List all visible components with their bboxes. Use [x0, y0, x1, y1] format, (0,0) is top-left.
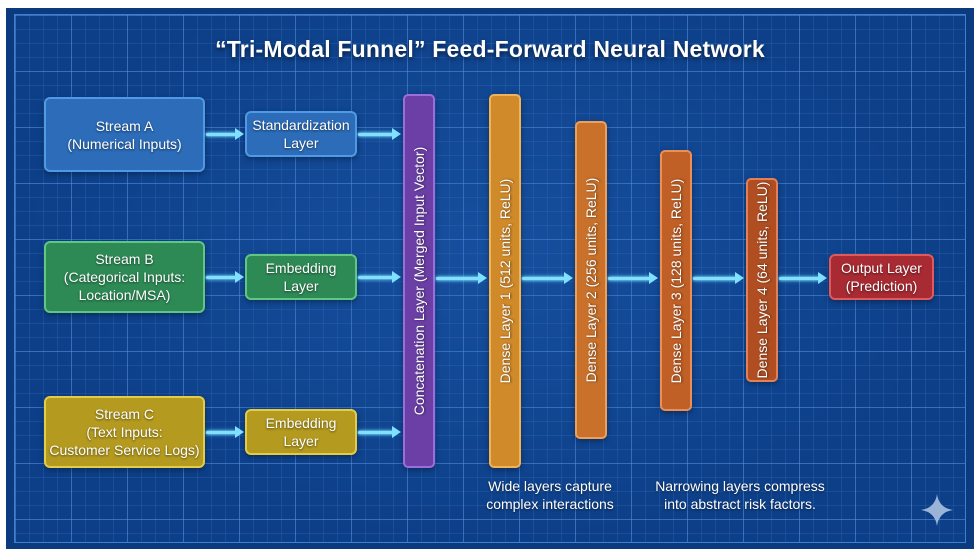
arrow-dense3-dense4 — [693, 272, 744, 284]
dense-layer-4-label: Dense Layer 4 (64 units, ReLU) — [754, 181, 770, 379]
stream-b-label: Stream B (Categorical Inputs: Location/M… — [63, 251, 186, 303]
arrow-stream-c — [206, 426, 244, 438]
standardization-layer-label: Standardization Layer — [252, 117, 350, 151]
narrowing-layers-note: Narrowing layers compress into abstract … — [655, 478, 825, 512]
arrow-concat-dense1 — [436, 272, 487, 284]
embedding-layer-c-box: Embedding Layer — [245, 409, 357, 455]
concatenation-layer-label: Concatenation Layer (Merged Input Vector… — [411, 146, 427, 416]
dense-layer-1-label: Dense Layer 1 (512 units, ReLU) — [497, 178, 513, 384]
arrow-standardization-concat — [358, 128, 401, 140]
output-layer-box: Output Layer (Prediction) — [829, 254, 934, 300]
arrow-dense1-dense2 — [522, 272, 573, 284]
dense-layer-3-label: Dense Layer 3 (128 units, ReLU) — [668, 178, 684, 383]
stream-b-box: Stream B (Categorical Inputs: Location/M… — [44, 241, 205, 313]
arrow-embedding-b-concat — [358, 271, 401, 283]
standardization-layer-box: Standardization Layer — [245, 111, 357, 157]
stream-a-box: Stream A (Numerical Inputs) — [44, 97, 205, 172]
dense-layer-1-bar: Dense Layer 1 (512 units, ReLU) — [489, 94, 521, 468]
dense-layer-3-bar: Dense Layer 3 (128 units, ReLU) — [660, 150, 692, 411]
dense-layer-2-bar: Dense Layer 2 (256 units, ReLU) — [575, 121, 607, 439]
arrow-stream-a — [206, 128, 244, 140]
stream-c-box: Stream C (Text Inputs: Customer Service … — [44, 396, 205, 468]
wide-layers-note: Wide layers capture complex interactions — [486, 478, 614, 512]
stream-c-label: Stream C (Text Inputs: Customer Service … — [49, 406, 200, 458]
output-layer-label: Output Layer (Prediction) — [841, 260, 922, 294]
stream-a-label: Stream A (Numerical Inputs) — [67, 117, 182, 152]
arrow-stream-b — [206, 271, 244, 283]
sparkle-icon — [921, 494, 953, 526]
dense-layer-2-label: Dense Layer 2 (256 units, ReLU) — [583, 177, 599, 383]
concatenation-layer-bar: Concatenation Layer (Merged Input Vector… — [403, 94, 435, 468]
arrow-dense2-dense3 — [608, 272, 658, 284]
diagram-title: “Tri-Modal Funnel” Feed-Forward Neural N… — [215, 36, 765, 62]
embedding-layer-b-label: Embedding Layer — [265, 260, 337, 294]
embedding-layer-c-label: Embedding Layer — [265, 415, 337, 449]
embedding-layer-b-box: Embedding Layer — [245, 254, 357, 300]
dense-layer-4-bar: Dense Layer 4 (64 units, ReLU) — [746, 178, 778, 382]
arrow-dense4-output — [779, 272, 827, 284]
arrow-embedding-c-concat — [358, 426, 401, 438]
